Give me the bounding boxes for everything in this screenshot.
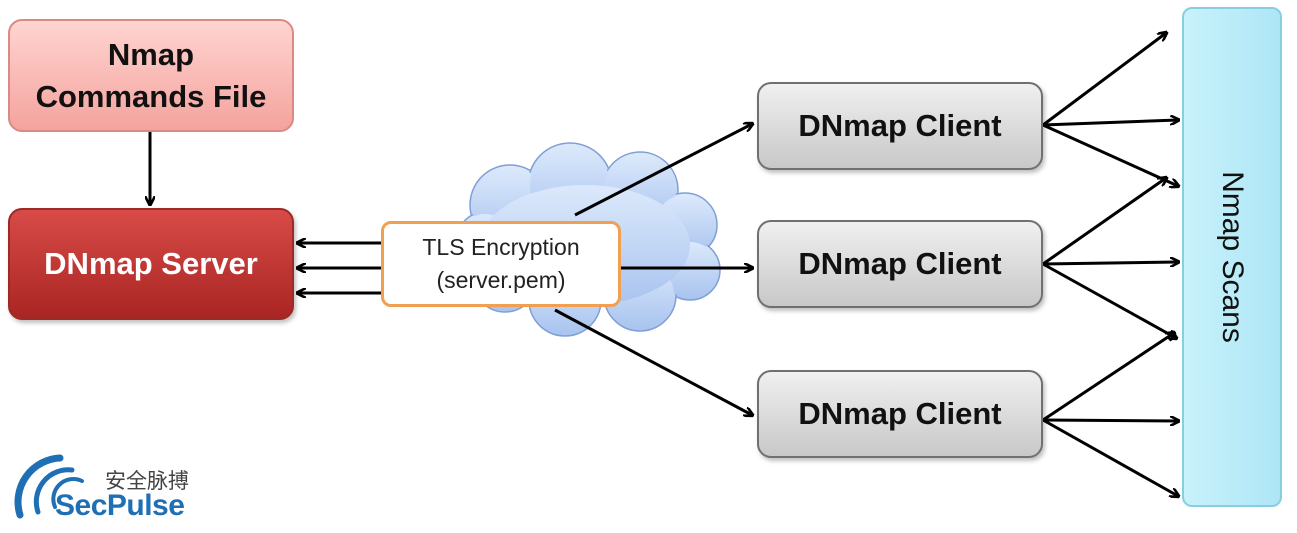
tls-encryption-box: TLS Encryption (server.pem) (381, 221, 621, 307)
nmap-commands-file-box: Nmap Commands File (8, 19, 294, 132)
dnmap-client-box-1: DNmap Client (757, 82, 1043, 170)
dnmap-client-box-3: DNmap Client (757, 370, 1043, 458)
arrow-cloud-to-client-1 (574, 124, 752, 217)
logo-chinese-text: 安全脉搏 (105, 470, 189, 493)
arrow-cloud-to-client-3 (554, 308, 752, 415)
nmap-scans-box: Nmap Scans (1182, 7, 1282, 507)
logo-secpulse-text: SecPulse (55, 489, 185, 522)
dnmap-server-box: DNmap Server (8, 208, 294, 320)
dnmap-client-box-2: DNmap Client (757, 220, 1043, 308)
